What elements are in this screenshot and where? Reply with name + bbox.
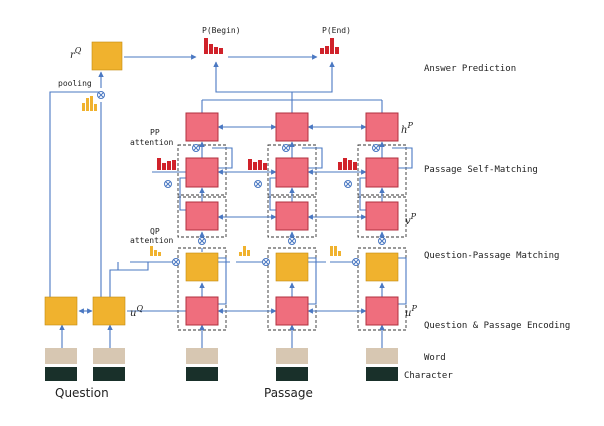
character-label: Character — [404, 371, 453, 381]
qp-gate-icon — [172, 258, 180, 266]
p-begin-label: P(Begin) — [202, 26, 241, 35]
p-end-label: P(End) — [322, 26, 351, 35]
encoding-label: Question & Passage Encoding — [424, 321, 570, 331]
question-passage-matching-label: Question-Passage Matching — [424, 251, 559, 261]
r-q-cell — [91, 41, 123, 71]
qp-gate-icon — [352, 258, 360, 266]
gate-icons — [97, 91, 386, 266]
qp-gate-icon — [198, 237, 206, 245]
h-p-cells — [185, 112, 399, 142]
qp-gate-icon — [262, 258, 270, 266]
qp-attention-label-line2: attention — [130, 236, 174, 245]
p-begin-bars-icon — [204, 38, 223, 54]
qp-attention-bars-icon — [150, 246, 341, 256]
h-p-symbol: hP — [401, 121, 413, 136]
pp-gate-icon — [164, 180, 172, 188]
character-embeddings — [45, 367, 398, 381]
p-end-bars-icon — [320, 38, 339, 54]
qp-attention-cells — [185, 252, 399, 282]
pp-attention-label-line1: PP — [150, 128, 160, 137]
passage-label: Passage — [264, 386, 313, 400]
word-label: Word — [424, 353, 446, 363]
r-q-symbol: rQ — [70, 46, 82, 61]
passage-self-matching-label: Passage Self-Matching — [424, 165, 538, 175]
question-encoder-cells — [44, 296, 126, 326]
v-p-cells — [185, 201, 399, 231]
v-p-symbol: vP — [405, 212, 417, 227]
pp-gate-icon — [344, 180, 352, 188]
qp-gate-icon — [378, 237, 386, 245]
pooling-gate-icon — [97, 91, 105, 99]
connections — [49, 54, 413, 348]
qp-gate-icon — [288, 237, 296, 245]
pp-attention-bars-icon — [157, 158, 357, 170]
pp-gate-icon — [192, 144, 200, 152]
qp-attention-label-line1: QP — [150, 227, 160, 236]
pooling-bars-icon — [82, 96, 97, 111]
pp-attention-label-line2: attention — [130, 138, 174, 147]
question-label: Question — [55, 386, 109, 400]
pooling-label: pooling — [58, 79, 92, 88]
u-p-symbol: uP — [405, 304, 417, 319]
self-matching-cells — [185, 157, 399, 188]
u-q-symbol: uQ — [130, 304, 143, 319]
word-embeddings — [45, 348, 398, 364]
pp-gate-icon — [254, 180, 262, 188]
pp-gate-icon — [372, 144, 380, 152]
answer-prediction-label: Answer Prediction — [424, 64, 516, 74]
passage-encoder-cells — [185, 296, 399, 326]
pp-gate-icon — [282, 144, 290, 152]
